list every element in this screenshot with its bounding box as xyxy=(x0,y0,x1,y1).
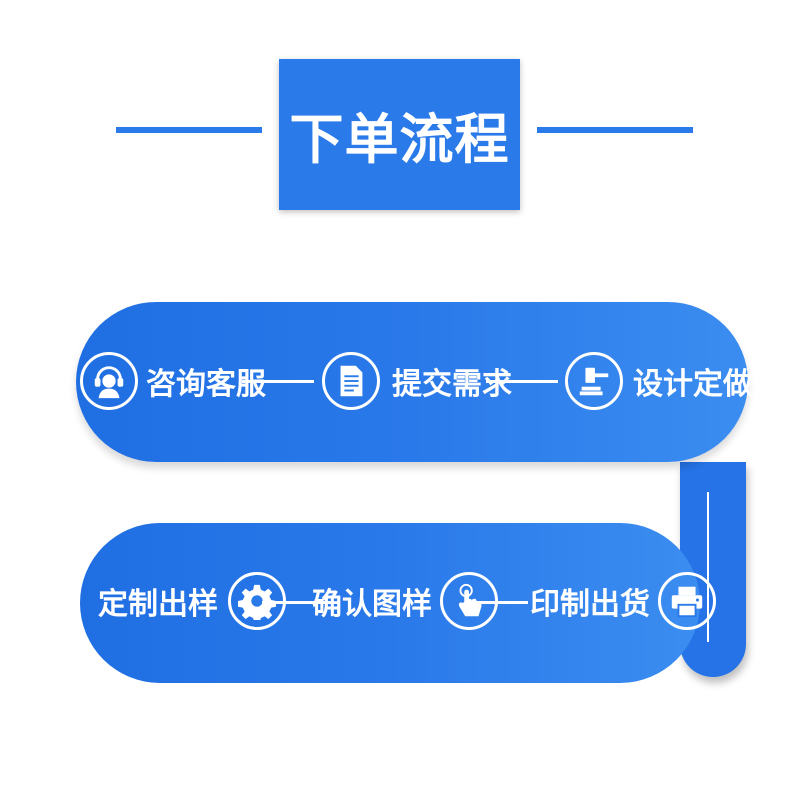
hammer-icon xyxy=(565,352,623,410)
step-label: 定制出样 xyxy=(98,587,218,622)
step-label: 设计定做 xyxy=(633,367,753,402)
step-dash xyxy=(470,601,528,604)
step-confirm: 确认图样 xyxy=(312,572,498,630)
step-consult: 咨询客服 xyxy=(80,352,266,410)
connector-line xyxy=(707,492,709,642)
title-line-right xyxy=(537,127,693,133)
step-label: 咨询客服 xyxy=(146,367,266,402)
step-label: 印制出货 xyxy=(530,587,650,622)
process-band-top xyxy=(76,302,748,462)
step-dash xyxy=(242,380,314,383)
customer-service-icon xyxy=(80,352,138,410)
step-dash xyxy=(486,380,558,383)
step-dash xyxy=(262,601,330,604)
printer-icon xyxy=(658,572,716,630)
title-line-left xyxy=(116,127,262,133)
step-print: 印制出货 xyxy=(530,572,716,630)
page-title: 下单流程 xyxy=(289,108,510,171)
step-sample: 定制出样 xyxy=(98,572,286,630)
process-band-bottom xyxy=(80,523,700,683)
step-label: 确认图样 xyxy=(312,587,432,622)
title-box: 下单流程 xyxy=(279,59,520,210)
step-label: 提交需求 xyxy=(392,367,512,402)
step-design: 设计定做 xyxy=(565,352,753,410)
document-icon xyxy=(322,352,380,410)
step-submit: 提交需求 xyxy=(322,352,512,410)
